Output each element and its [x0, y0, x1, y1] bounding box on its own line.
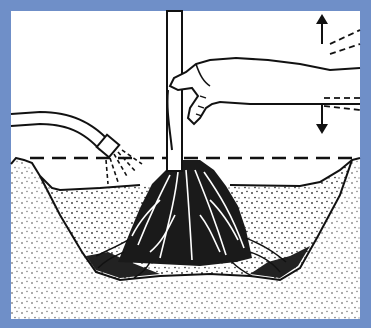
- stake-icon: [167, 11, 182, 171]
